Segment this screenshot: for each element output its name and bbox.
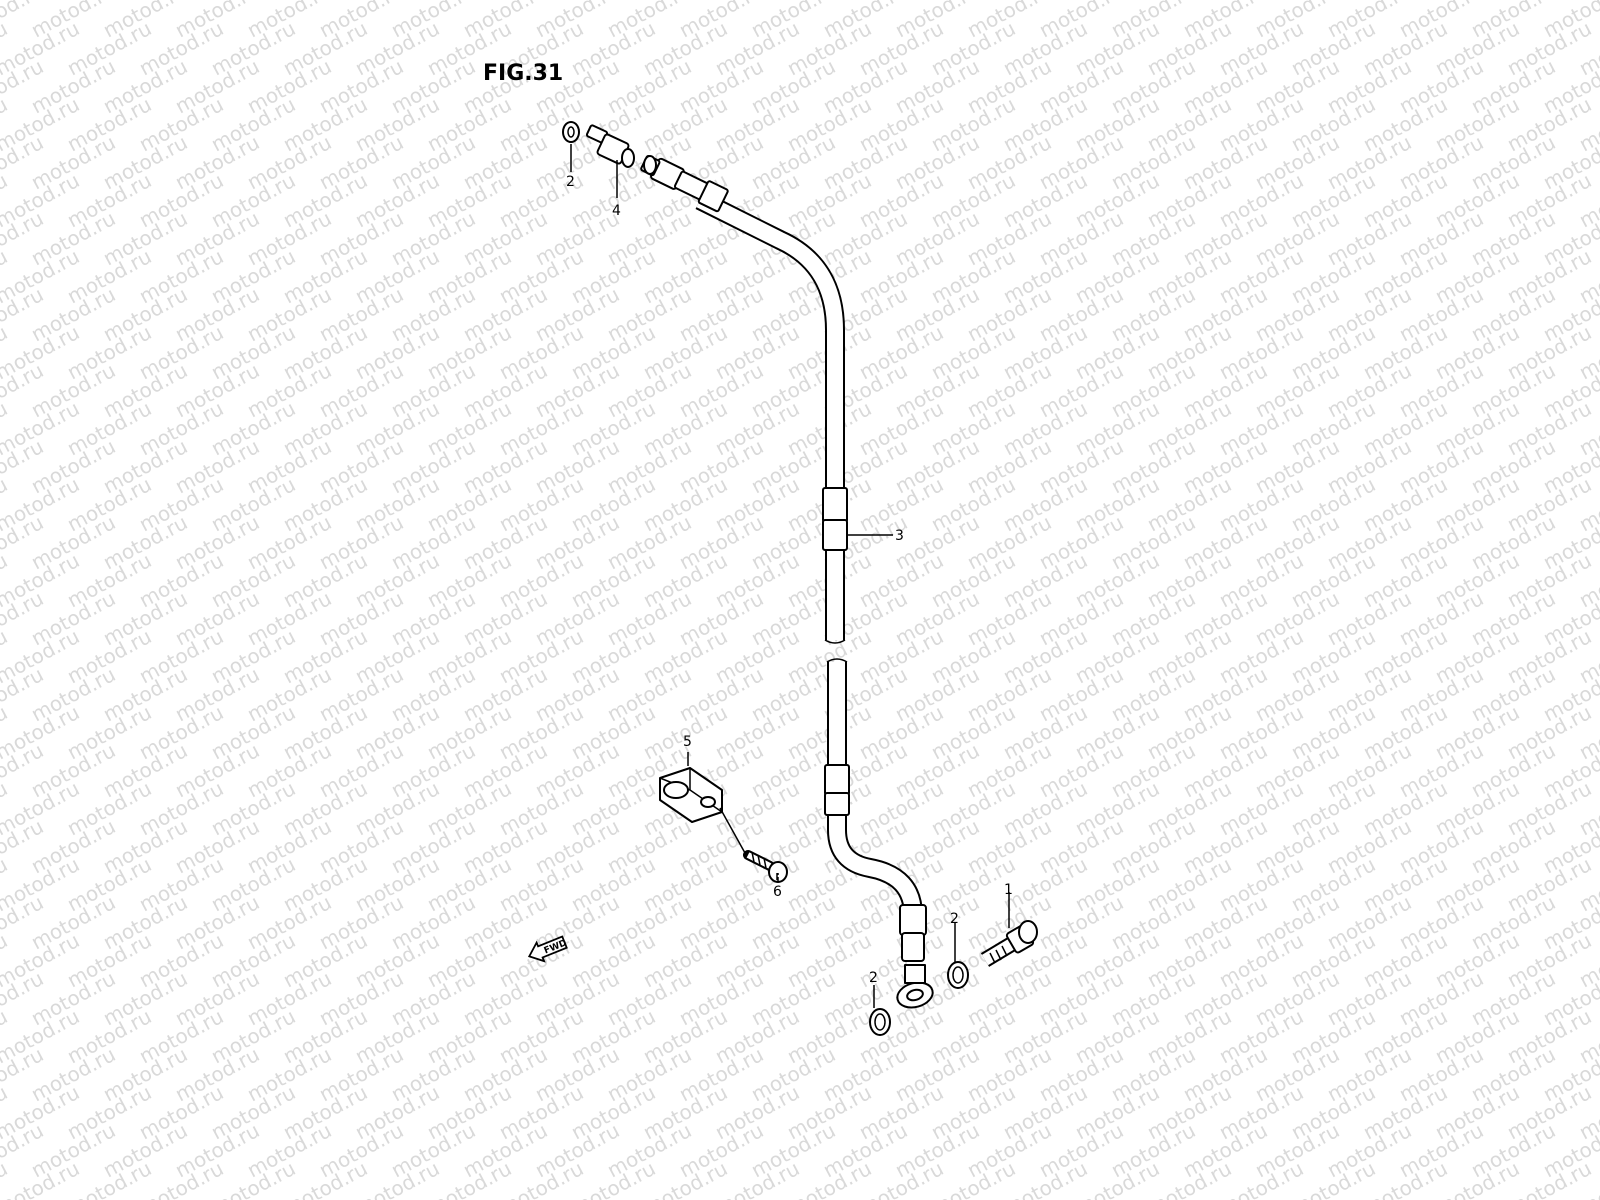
callout-joint-adaptor: 4 — [612, 203, 621, 219]
callout-gasket-mid: 2 — [950, 911, 959, 927]
gasket-mid — [947, 961, 969, 989]
gasket-top — [562, 121, 580, 143]
figure-title: FIG.31 — [483, 61, 563, 86]
watermark-text: motod.ru — [1575, 0, 1600, 4]
callout-gasket-bottom: 2 — [869, 970, 878, 986]
gasket-bottom — [869, 1008, 891, 1036]
callout-brake-hose: 3 — [895, 528, 904, 544]
callout-clamp-bolt: 6 — [773, 884, 782, 900]
callout-hose-clamp: 5 — [683, 734, 692, 750]
callout-union-bolt: 1 — [1004, 882, 1013, 898]
callout-gasket-top: 2 — [566, 174, 575, 190]
